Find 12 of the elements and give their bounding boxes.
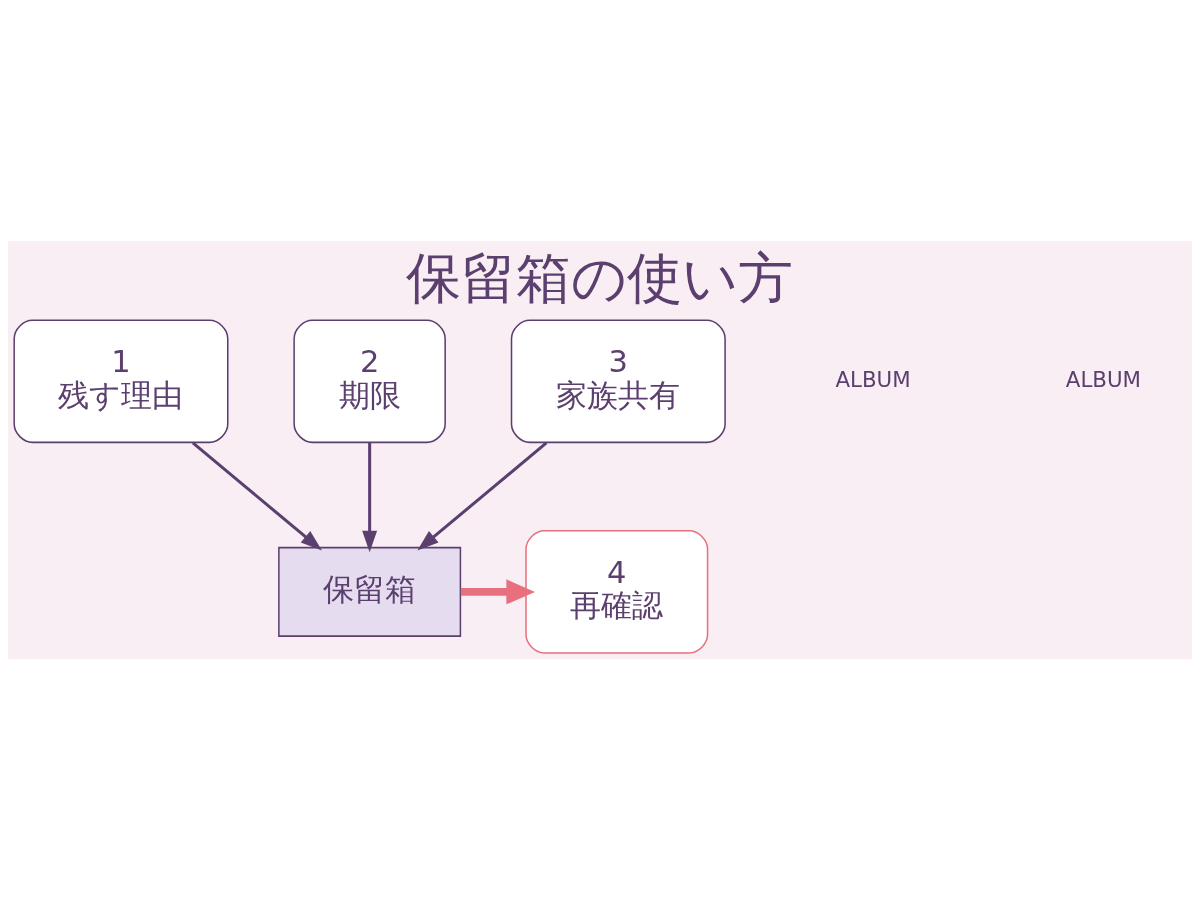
label: ALBUM: [835, 366, 911, 392]
label: ALBUM: [1065, 366, 1142, 392]
diagram-title: 保留箱の使い方: [406, 246, 794, 311]
node-box: 4 再確認: [525, 530, 709, 654]
arrow: [191, 441, 322, 551]
arrow: [460, 579, 535, 605]
node-box: 2 期限: [293, 319, 446, 444]
node-box: 1 残す理由: [13, 319, 229, 444]
node-box: 保留箱: [278, 546, 462, 637]
arrow: [417, 441, 548, 551]
arrow: [362, 442, 378, 553]
node-box: 3 家族共有: [510, 319, 726, 444]
